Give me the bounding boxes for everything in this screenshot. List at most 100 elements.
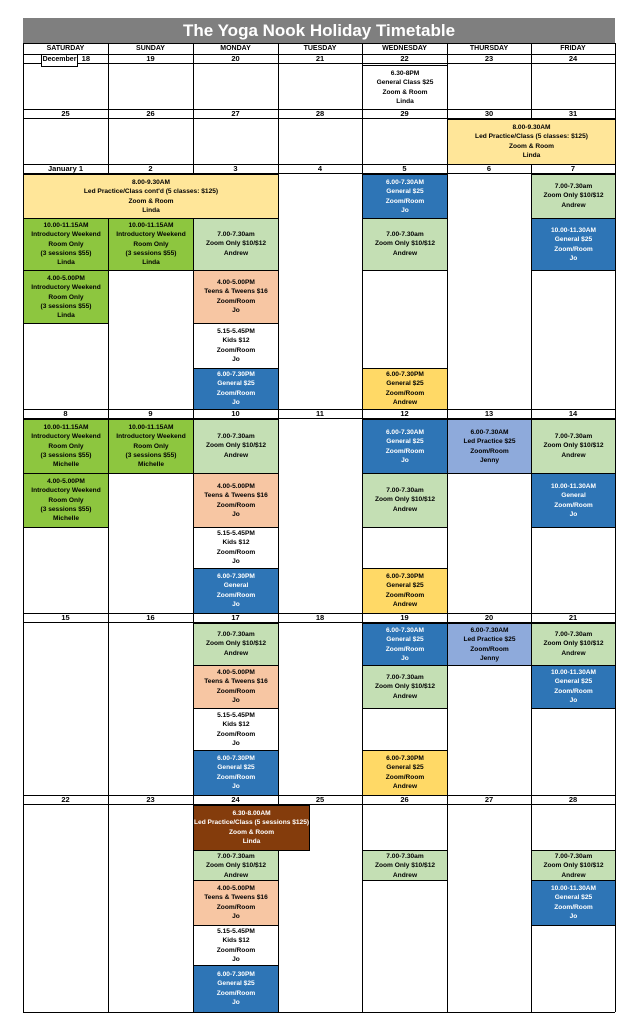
class-line: Teens & Tweens $16 — [204, 678, 268, 686]
class-line: Zoom Only $10/$12 — [543, 862, 604, 870]
class-line: General $25 — [386, 188, 424, 196]
class-line: 4.00-5.00PM — [217, 885, 255, 892]
month-label: December — [41, 54, 78, 67]
class-line: Zoom Only $10/$12 — [374, 862, 436, 870]
class-line: Andrew — [392, 692, 418, 700]
class-line: 6.30-8PM — [390, 70, 420, 77]
date-label: 12 — [362, 409, 447, 419]
class-line: Introductory Weekend — [31, 487, 101, 495]
date-label: 25 — [23, 109, 108, 119]
class-line: Jo — [401, 457, 409, 465]
class-line: Jo — [569, 697, 578, 705]
class-line: 7.00-7.30am — [554, 631, 593, 638]
class-line: Michelle — [137, 461, 165, 469]
class-line: Zoom Only $10/$12 — [374, 240, 436, 248]
class-line: Zoom/Room — [216, 903, 256, 911]
class-line: Led Practice/Class cont'd (5 classes: $1… — [83, 188, 219, 196]
class-line: Zoom Only $10/$12 — [374, 496, 436, 504]
class-line: Zoom/Room — [385, 389, 425, 397]
class-line: 5.15-5.45PM — [217, 712, 255, 719]
class-line: Introductory Weekend — [31, 284, 101, 292]
page-title: The Yoga Nook Holiday Timetable — [23, 18, 615, 43]
class-line: Andrew — [561, 451, 586, 459]
class-line: 6.00-7.30PM — [217, 573, 255, 580]
class-block-w2-led-practice: 8.00-9.30AM Led Practice/Class (5 classes… — [447, 119, 616, 165]
class-line: Room Only — [133, 240, 169, 248]
class-line: 7.00-7.30am — [386, 487, 424, 494]
class-line: Andrew — [223, 649, 249, 657]
class-line: Jo — [569, 511, 578, 519]
class-line: 4.00-5.00PM — [217, 279, 255, 286]
class-line: General $25 — [217, 980, 255, 988]
date-label: 23 — [447, 54, 531, 64]
class-line: Jo — [232, 511, 240, 519]
class-line: 4.00-5.00PM — [47, 275, 85, 282]
class-line: Andrew — [392, 249, 418, 257]
class-line: Zoom Only $10/$12 — [205, 240, 267, 248]
class-line: Jo — [569, 913, 578, 921]
class-line: 6.00-7.30PM — [386, 573, 424, 580]
class-line: 7.00-7.30am — [554, 853, 593, 860]
class-line: 5.15-5.45PM — [217, 328, 255, 335]
class-line: General Class $25 — [376, 79, 434, 87]
date-label: 25 — [278, 795, 362, 805]
class-line: Jo — [232, 697, 240, 705]
date-label: 6 — [447, 164, 531, 174]
class-line: Zoom Only $10/$12 — [374, 683, 436, 691]
class-line: Teens & Tweens $16 — [204, 492, 268, 500]
class-line: Zoom/Room — [216, 730, 256, 738]
date-label: 24 — [193, 795, 278, 805]
class-line: (3 sessions $55) — [40, 303, 92, 311]
class-line: General $25 — [554, 894, 593, 902]
class-line: Zoom/Room — [216, 389, 256, 397]
class-line: Zoom/Room — [385, 591, 425, 599]
class-line: Linda — [142, 259, 160, 267]
class-line: 4.00-5.00PM — [217, 669, 255, 676]
class-line: Introductory Weekend — [31, 433, 101, 441]
class-line: Andrew — [223, 871, 249, 879]
date-label: 2 — [108, 164, 193, 174]
class-line: Zoom/Room — [216, 297, 256, 305]
date-label: 13 — [447, 409, 531, 419]
class-line: Zoom Only $10/$12 — [205, 862, 267, 870]
day-header-wednesday: WEDNESDAY — [382, 45, 427, 52]
grid-line — [23, 1012, 615, 1013]
class-line: Linda — [57, 259, 75, 267]
class-line: Zoom Only $10/$12 — [543, 640, 604, 648]
class-line: Introductory Weekend — [116, 231, 186, 239]
class-line: Jo — [232, 601, 240, 609]
date-label: 23 — [108, 795, 193, 805]
class-line: 7.00-7.30am — [217, 231, 255, 238]
date-label: 16 — [108, 613, 193, 623]
class-line: Zoom/Room — [216, 591, 256, 599]
class-line: Zoom/Room — [385, 645, 425, 653]
date-label: 10 — [193, 409, 278, 419]
grid-line — [23, 795, 615, 796]
class-line: Room Only — [48, 240, 84, 248]
class-line: 8.00-9.30AM — [131, 179, 171, 186]
class-line: 6.00-7.30AM — [385, 179, 425, 186]
class-line: Jo — [232, 399, 240, 407]
class-line: Jo — [232, 913, 240, 921]
class-line: General $25 — [386, 380, 424, 388]
class-line: Zoom/Room — [216, 501, 256, 509]
class-line: Led Practice/Class (5 classes: $125) — [475, 133, 588, 141]
class-line: 8.00-9.30AM — [512, 124, 551, 131]
class-line: Zoom/Room — [216, 989, 256, 997]
class-line: 6.30-8.00AM — [232, 810, 271, 817]
class-line: Room Only — [48, 496, 84, 504]
class-line: Jo — [232, 783, 240, 791]
